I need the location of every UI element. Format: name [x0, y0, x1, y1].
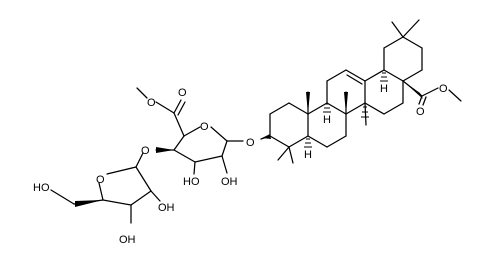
wedge-c10-methyl: [306, 92, 310, 114]
bond-c28-carbonyl-b: [422, 96, 427, 106]
bond-a-c1-c10: [288, 102, 309, 115]
atom-oh-c5-arabinose: HO: [33, 182, 50, 194]
bond-carbonyl-double-a: [173, 99, 182, 114]
bond-d-c18-c17: [383, 69, 404, 82]
hash-c5-h: [304, 138, 312, 148]
atom-oh-c2-glucuronide: OH: [221, 176, 238, 188]
wedge-c8-methyl: [344, 92, 348, 114]
bond-ara-c5-oh: [50, 189, 75, 205]
hash-c9-h: [323, 103, 331, 113]
bond-c5-ring-o: [183, 126, 201, 137]
wedge-arabinose-c4-c5: [75, 200, 103, 207]
bond-e-c20-c21: [402, 36, 423, 49]
atom-o-glycosidic-aglycone: O: [246, 137, 255, 149]
bond-ara-c1-c2: [135, 166, 152, 192]
bond-c28-methoxy: [421, 87, 439, 97]
atom-o-ring-glucuronide: O: [200, 121, 209, 133]
bond-c20-methyl-a: [391, 21, 404, 38]
wedge-glucuronide-c4-o: [156, 147, 174, 153]
wedge-c3-oxygen: [262, 134, 271, 139]
bond-b-c6-c7: [326, 135, 347, 148]
bond-c3-oh: [193, 161, 196, 175]
bond-c-c12-c13-double: [346, 74, 363, 85]
bond-carbonyl-double-b: [177, 101, 186, 116]
bond-b-c9-c10: [307, 102, 328, 115]
bond-e-c19-c20: [383, 36, 404, 49]
bond-ara-c2-c3: [130, 190, 152, 206]
atom-labels: O O O O O O HO OH OH OH HO O O H H H: [33, 83, 448, 246]
bond-d-c16-c15: [383, 102, 404, 115]
bond-ara-c2-oh: [150, 190, 161, 202]
bond-c-c14-c8: [345, 102, 366, 115]
bond-a-c4-c3: [269, 135, 290, 148]
bond-c2-oh: [221, 155, 228, 174]
atom-h-c18: H: [380, 83, 388, 95]
atom-oh-c3-glucuronide: HO: [183, 176, 200, 188]
atom-o-aglycone-carbonyl: O: [416, 106, 425, 118]
bond-c-c11-c12: [326, 69, 347, 82]
bond-d-c13-c18: [364, 69, 385, 82]
bond-o-arabinose-c1: [135, 152, 144, 168]
atom-o-glycosidic-arabinose: O: [141, 145, 150, 157]
bond-ara-ring-o-c1: [106, 166, 137, 175]
bond-a-c5-c4: [288, 135, 309, 148]
bond-c4-methyl-a: [277, 146, 290, 161]
bond-c4-c3: [173, 149, 196, 163]
atom-o-ring-arabinose: O: [96, 174, 105, 186]
atom-o-sugar-methoxy: O: [147, 97, 156, 109]
bond-methoxy-methyl-aglycone: [448, 89, 462, 102]
atom-oh-c3-arabinose: OH: [119, 234, 136, 246]
bond-c4-methyl-b: [288, 146, 294, 164]
hash-c14-methyl: [361, 106, 369, 118]
atom-o-aglycone-methoxy: O: [439, 83, 448, 95]
bond-methoxy-carbonyl: [155, 101, 175, 114]
atom-oh-c2-arabinose: OH: [158, 202, 175, 214]
bond-b-c8-c9: [326, 102, 347, 115]
bond-c2-c1: [221, 140, 228, 157]
bond-methoxy-methyl: [136, 87, 148, 99]
atom-h-c9: H: [323, 114, 331, 126]
hash-c18-h: [380, 72, 388, 82]
wedge-c17-ester: [403, 81, 423, 99]
bond-skeleton: [50, 19, 462, 224]
bond-carbonyl-c5: [173, 112, 185, 137]
atom-h-c5: H: [304, 149, 312, 161]
bond-c20-methyl-b: [402, 19, 420, 38]
bond-b-c5-c6: [307, 135, 328, 148]
bond-c5-c4: [173, 135, 185, 151]
bond-c3-c2: [194, 155, 223, 163]
bond-ring-o-c1: [210, 126, 228, 142]
bond-a-c2-c1: [269, 102, 290, 115]
bond-e-c22-c17: [402, 69, 423, 82]
bond-d-c15-c14: [364, 102, 385, 115]
bond-ara-c4-ring-o: [98, 182, 104, 201]
bond-c-c12-c13: [345, 69, 366, 82]
bond-c14-methyl: [364, 102, 367, 126]
bond-ara-c3-c4: [102, 199, 132, 206]
stereo-bonds: [75, 72, 423, 207]
atom-o-sugar-carbonyl: O: [178, 87, 187, 99]
